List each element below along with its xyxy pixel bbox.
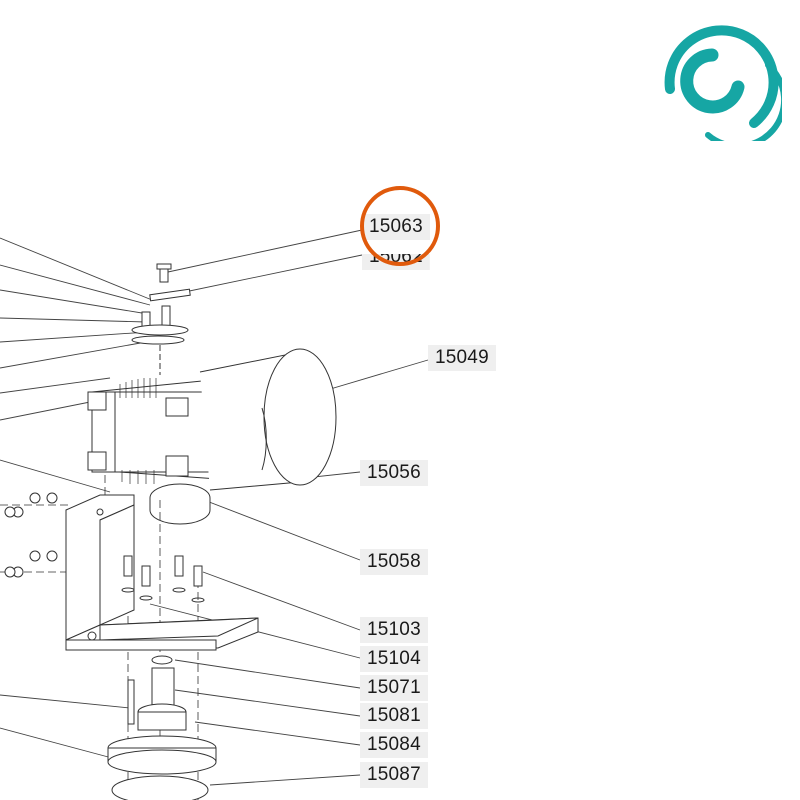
left-leader-lines xyxy=(0,237,153,759)
part-label-15087[interactable]: 15087 xyxy=(360,762,428,788)
part-label-15071[interactable]: 15071 xyxy=(360,675,428,701)
part-label-15081[interactable]: 15081 xyxy=(360,703,428,729)
shaft-assembly xyxy=(107,655,217,800)
coupling xyxy=(149,483,211,525)
part-label-15056[interactable]: 15056 xyxy=(360,460,428,486)
part-label-15103[interactable]: 15103 xyxy=(360,617,428,643)
side-fasteners xyxy=(4,492,58,578)
vertical-bolts xyxy=(121,555,205,603)
swirl-logo-icon xyxy=(664,25,782,141)
part-label-15084[interactable]: 15084 xyxy=(360,732,428,758)
part-label-15058[interactable]: 15058 xyxy=(360,549,428,575)
top-bolt-stack xyxy=(131,263,191,375)
bracket-stand xyxy=(65,494,259,651)
motor-cylinder xyxy=(199,348,337,491)
part-label-15104[interactable]: 15104 xyxy=(360,646,428,672)
part-label-15063[interactable]: 15063 xyxy=(362,214,430,240)
part-label-15049[interactable]: 15049 xyxy=(428,345,496,371)
